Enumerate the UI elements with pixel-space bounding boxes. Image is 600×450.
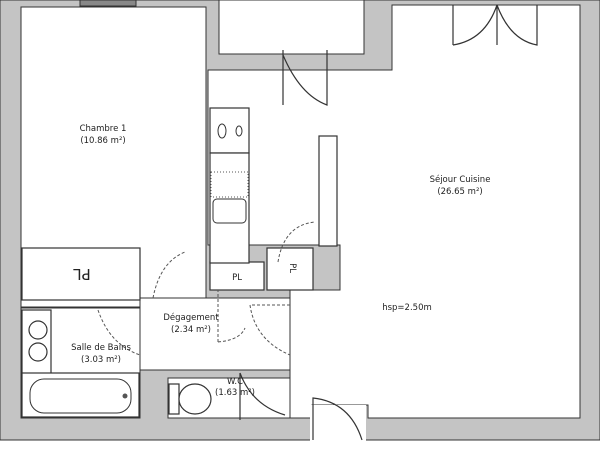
kitchen-counter bbox=[209, 152, 250, 264]
closet-chambre-label: PL bbox=[73, 265, 91, 283]
door-closet bbox=[217, 290, 246, 343]
door-storage bbox=[282, 50, 328, 106]
washbasin-icon bbox=[28, 320, 48, 340]
closet-chambre bbox=[21, 247, 141, 301]
cooktop bbox=[209, 107, 250, 154]
door-bathroom bbox=[97, 309, 141, 356]
toilet-icon bbox=[178, 383, 212, 415]
room-label-salle-de-bains: Salle de Bains bbox=[71, 343, 131, 353]
storage-top bbox=[218, 0, 365, 55]
tub-drain-icon bbox=[122, 393, 128, 399]
room-label-degagement: Dégagement bbox=[163, 312, 219, 323]
room-label-chambre: Chambre 1 bbox=[80, 124, 127, 134]
door-sejour bbox=[249, 304, 291, 356]
room-degagement bbox=[139, 297, 291, 371]
entrance-gap bbox=[310, 405, 366, 441]
room-area-degagement: (2.34 m²) bbox=[171, 325, 211, 335]
room-area-wc: (1.63 m²) bbox=[215, 388, 255, 398]
sink-icon bbox=[212, 198, 247, 224]
room-label-sejour: Séjour Cuisine bbox=[430, 174, 491, 185]
door-balcony bbox=[452, 4, 538, 46]
door-wc bbox=[239, 372, 286, 420]
washbasin-icon bbox=[28, 342, 48, 362]
window-chambre bbox=[79, 0, 137, 7]
burner-icon bbox=[217, 123, 227, 139]
room-label-wc: W.C bbox=[227, 377, 243, 387]
kitchen-partition bbox=[318, 135, 338, 247]
ceiling-height: hsp=2.50m bbox=[382, 303, 432, 313]
closet-degagement bbox=[209, 261, 265, 291]
bathtub-basin-icon bbox=[29, 378, 132, 414]
door-chambre bbox=[152, 251, 186, 299]
closet-hall bbox=[266, 247, 314, 291]
room-area-salle-de-bains: (3.03 m²) bbox=[81, 355, 121, 365]
closet-hall-label: PL bbox=[287, 263, 297, 273]
room-area-sejour: (26.65 m²) bbox=[437, 187, 482, 197]
burner-icon bbox=[235, 125, 243, 137]
drainboard bbox=[210, 171, 249, 198]
room-area-chambre: (10.86 m²) bbox=[80, 136, 125, 146]
closet-degagement-label: PL bbox=[232, 273, 242, 283]
toilet-tank bbox=[168, 383, 180, 415]
bathtub bbox=[21, 372, 140, 418]
door-kitchen bbox=[277, 221, 316, 263]
door-entrance bbox=[312, 397, 363, 441]
